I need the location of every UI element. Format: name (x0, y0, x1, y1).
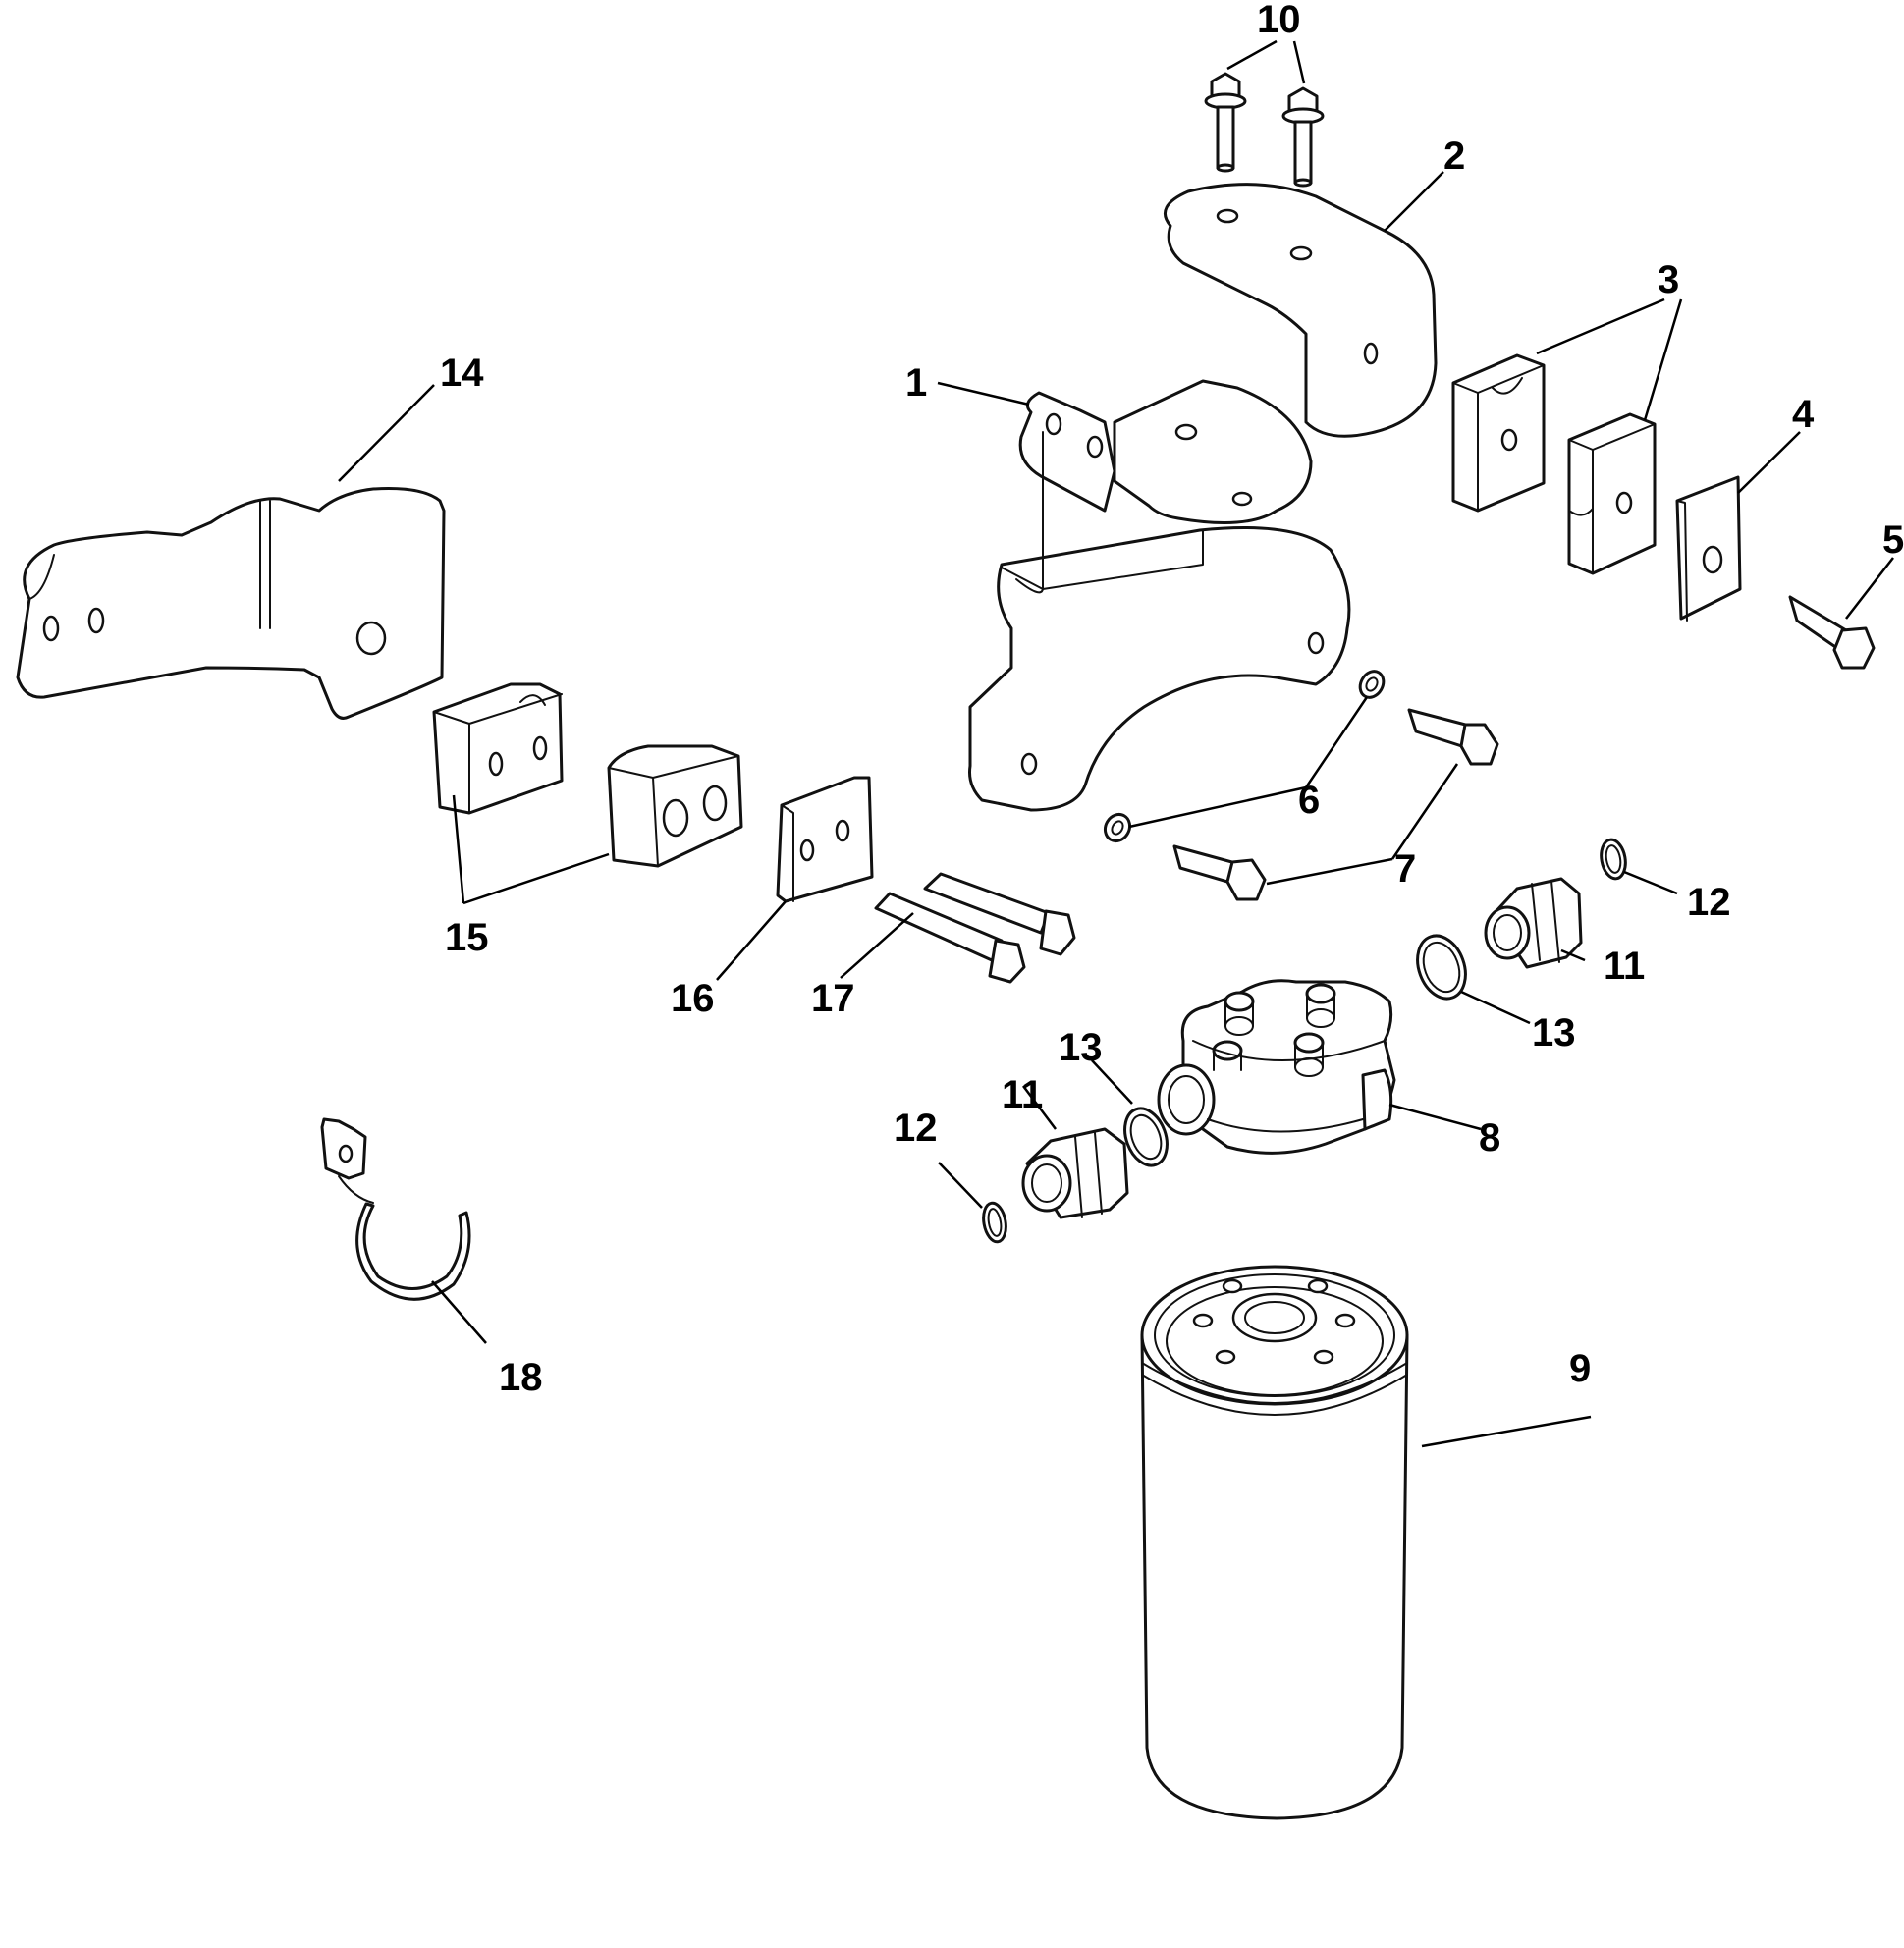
callout-13-right: 13 (1532, 1011, 1576, 1055)
callout-5: 5 (1882, 518, 1904, 562)
part-14-left-bracket (16, 487, 446, 720)
callout-11-right: 11 (1604, 945, 1645, 988)
callout-17: 17 (811, 977, 855, 1020)
part-2-upper-bracket (1164, 183, 1438, 438)
callout-16: 16 (671, 977, 715, 1020)
part-11-fittings (1021, 877, 1583, 1219)
callout-8: 8 (1479, 1116, 1500, 1160)
callout-18: 18 (499, 1356, 543, 1399)
callout-7: 7 (1394, 847, 1416, 891)
callout-6: 6 (1298, 779, 1320, 822)
part-17-bolts (874, 872, 1076, 984)
part-8-filter-head (1157, 979, 1396, 1155)
callout-1: 1 (905, 361, 927, 405)
callout-2: 2 (1443, 135, 1465, 178)
part-7-bolts (1172, 708, 1499, 901)
callout-numbers: 1 2 3 4 5 6 7 8 9 10 11 12 13 14 15 16 1… (440, 0, 1904, 1399)
callout-11-left: 11 (1002, 1073, 1043, 1116)
part-1-main-bracket (968, 379, 1351, 812)
callout-12-right: 12 (1687, 881, 1731, 924)
part-10-bolts (1204, 72, 1325, 188)
part-13-gaskets (1123, 934, 1467, 1167)
part-16-plate (776, 776, 874, 903)
callout-10: 10 (1257, 0, 1301, 41)
part-6-washers (1103, 670, 1386, 843)
part-9-filter-cartridge (1140, 1265, 1409, 1820)
part-5-bolt (1788, 595, 1876, 670)
callout-13-left: 13 (1059, 1026, 1103, 1069)
part-3-blocks (1451, 353, 1657, 575)
part-18-clip (320, 1117, 471, 1301)
leader-lines (338, 39, 1894, 1448)
callout-3: 3 (1658, 258, 1679, 301)
callout-15: 15 (445, 916, 489, 959)
callout-4: 4 (1792, 393, 1815, 436)
callout-9: 9 (1569, 1347, 1591, 1390)
callout-12-left: 12 (894, 1107, 938, 1150)
part-12-o-rings (982, 838, 1627, 1244)
callout-14: 14 (440, 352, 484, 395)
part-4-plate (1675, 475, 1742, 622)
part-15-blocks (432, 682, 743, 868)
